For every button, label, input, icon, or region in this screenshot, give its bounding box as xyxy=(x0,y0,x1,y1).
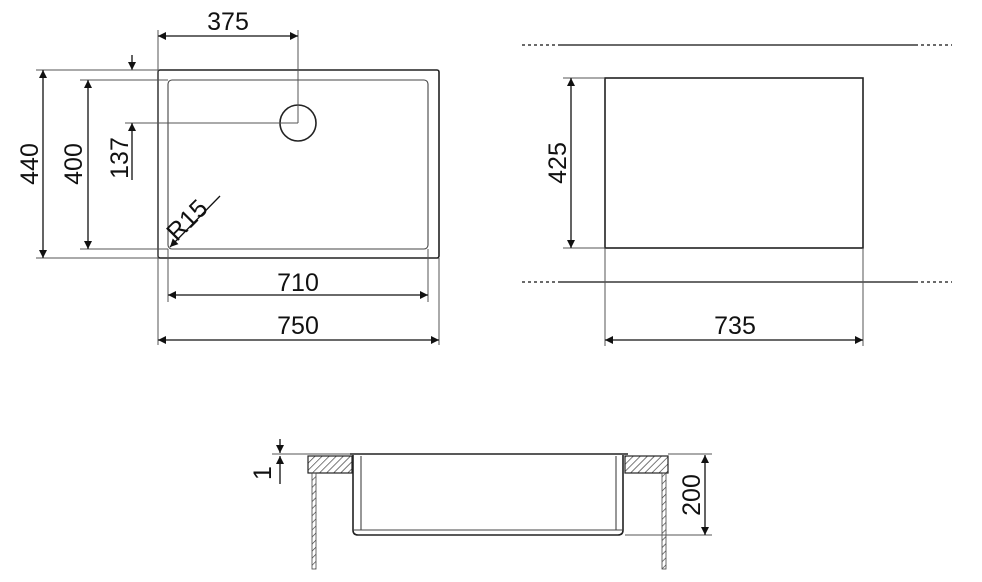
dim-label-137: 137 xyxy=(106,137,134,179)
bowl-profile xyxy=(352,455,624,536)
dim-label-425: 425 xyxy=(544,142,572,184)
cutout-outline xyxy=(604,77,864,249)
dim-label-400: 400 xyxy=(60,143,88,185)
countertop-left xyxy=(307,455,353,474)
top-view: 375 440 400 137 R15 710 750 xyxy=(16,8,440,345)
dim-label-750: 750 xyxy=(277,312,319,340)
dim-line-r15 xyxy=(169,195,221,248)
dim-label-200: 200 xyxy=(678,474,706,516)
section-view: 200 1 xyxy=(249,439,712,570)
dim-label-735: 735 xyxy=(714,312,756,340)
cabinet-wall-left xyxy=(311,472,317,570)
cutout-view: 425 735 xyxy=(522,44,952,346)
dim-label-710: 710 xyxy=(277,269,319,297)
dim-label-440: 440 xyxy=(16,143,44,185)
countertop-right xyxy=(624,455,669,474)
dim-label-1: 1 xyxy=(249,466,277,480)
dim-label-r15: R15 xyxy=(161,194,213,246)
cabinet-wall-right xyxy=(661,472,667,570)
dim-label-375: 375 xyxy=(207,8,249,36)
